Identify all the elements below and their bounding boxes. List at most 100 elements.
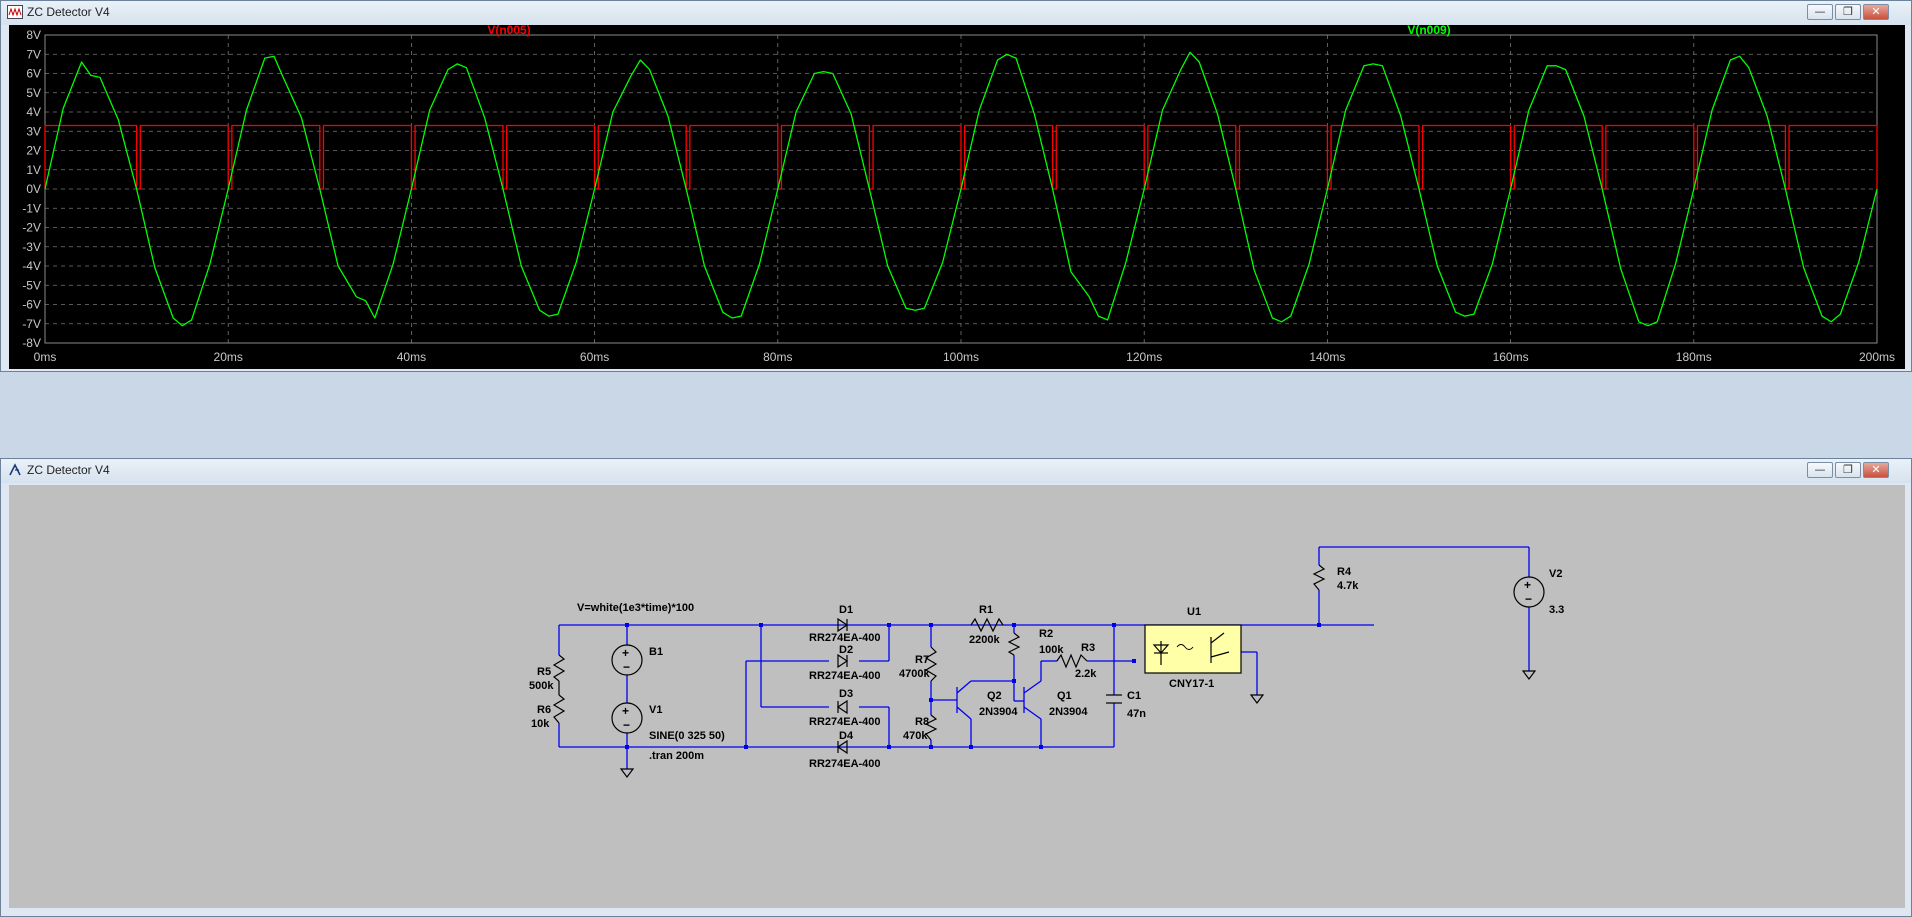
model-d2: RR274EA-400: [809, 670, 881, 682]
svg-text:+: +: [622, 704, 629, 718]
y-tick-label: 6V: [26, 67, 41, 81]
resistor-r2: [1007, 632, 1021, 656]
value-c1: 47n: [1127, 708, 1146, 720]
x-tick-label: 160ms: [1493, 350, 1529, 364]
trace-vn009: [44, 51, 1878, 327]
svg-text:−: −: [623, 718, 630, 732]
y-tick-label: 4V: [26, 105, 41, 119]
x-tick-label: 120ms: [1126, 350, 1162, 364]
label-b1: B1: [649, 646, 663, 658]
y-tick-label: 3V: [26, 124, 41, 138]
x-tick-label: 100ms: [943, 350, 979, 364]
label-r5: R5: [537, 666, 551, 678]
value-r4: 4.7k: [1337, 580, 1359, 592]
x-tick-label: 60ms: [580, 350, 609, 364]
svg-text:+: +: [1524, 578, 1531, 592]
minimize-button[interactable]: —: [1807, 462, 1833, 478]
label-r1: R1: [979, 604, 993, 616]
close-button[interactable]: ✕: [1863, 4, 1889, 20]
ground-symbol: [1249, 694, 1265, 704]
resistor-r7: [924, 646, 938, 682]
schematic-window: ZC Detector V4 — ❐ ✕: [0, 458, 1912, 917]
resistor-r4: [1312, 564, 1326, 591]
y-tick-label: 5V: [26, 86, 41, 100]
trace-vn005: [44, 124, 1878, 190]
y-tick-label: -6V: [22, 298, 41, 312]
waveform-titlebar[interactable]: ZC Detector V4 — ❐ ✕: [1, 1, 1911, 25]
label-r3: R3: [1081, 642, 1095, 654]
svg-text:+: +: [622, 646, 629, 660]
y-tick-label: -4V: [22, 259, 41, 273]
optocoupler-u1[interactable]: [1144, 624, 1242, 674]
diode-d1: [837, 617, 849, 633]
diode-d4: [836, 739, 848, 755]
label-r7: R7: [915, 654, 929, 666]
model-d1: RR274EA-400: [809, 632, 881, 644]
y-tick-label: -8V: [22, 336, 41, 350]
label-r4: R4: [1337, 566, 1352, 578]
resistor-r5: [552, 654, 566, 682]
label-u1: U1: [1187, 606, 1201, 618]
y-tick-label: 7V: [26, 47, 41, 61]
svg-text:−: −: [1525, 592, 1532, 606]
model-q2: 2N3904: [979, 706, 1018, 718]
label-d3: D3: [839, 688, 853, 700]
y-tick-label: -5V: [22, 278, 41, 292]
voltage-source-v1: [611, 702, 643, 734]
tran-directive[interactable]: .tran 200m: [649, 750, 704, 762]
voltage-source-v2: [1513, 576, 1545, 608]
model-u1: CNY17-1: [1169, 678, 1214, 690]
waveform-window-title: ZC Detector V4: [27, 5, 110, 19]
x-tick-label: 200ms: [1859, 350, 1895, 364]
legend-vn005[interactable]: V(n005): [487, 23, 530, 37]
model-q1: 2N3904: [1049, 706, 1088, 718]
schematic-components[interactable]: [552, 564, 1545, 778]
legend-vn009[interactable]: V(n009): [1407, 23, 1450, 37]
label-d4: D4: [839, 730, 854, 742]
schematic-titlebar[interactable]: ZC Detector V4 — ❐ ✕: [1, 459, 1911, 483]
schematic-drawing[interactable]: V=white(1e3*time)*100 R5 500k R6 10k B1 …: [9, 485, 1905, 908]
label-r2: R2: [1039, 628, 1053, 640]
y-tick-label: -7V: [22, 317, 41, 331]
restore-button[interactable]: ❐: [1835, 462, 1861, 478]
y-tick-label: 2V: [26, 144, 41, 158]
label-r8: R8: [915, 716, 929, 728]
model-d4: RR274EA-400: [809, 758, 881, 770]
plot-traces: [44, 51, 1878, 327]
x-tick-label: 0ms: [34, 350, 57, 364]
y-tick-label: -1V: [22, 201, 41, 215]
value-r1: 2200k: [969, 634, 1000, 646]
plot-legend[interactable]: V(n005) V(n009): [487, 23, 1450, 37]
schematic-app-icon: [9, 463, 21, 476]
close-button[interactable]: ✕: [1863, 462, 1889, 478]
x-tick-label: 180ms: [1676, 350, 1712, 364]
restore-button[interactable]: ❐: [1835, 4, 1861, 20]
label-v2: V2: [1549, 568, 1562, 580]
value-r6: 10k: [531, 718, 550, 730]
value-v1: SINE(0 325 50): [649, 730, 725, 742]
junction-dots: [625, 623, 1321, 749]
minimize-button[interactable]: —: [1807, 4, 1833, 20]
y-tick-label: 8V: [26, 28, 41, 42]
value-r8: 470k: [903, 730, 928, 742]
source-polarity-marks: +− +− +−: [622, 578, 1532, 732]
label-d1: D1: [839, 604, 853, 616]
x-tick-label: 140ms: [1309, 350, 1345, 364]
schematic-window-title: ZC Detector V4: [27, 463, 110, 477]
bsource-expression-label: V=white(1e3*time)*100: [577, 602, 694, 614]
value-r2: 100k: [1039, 644, 1064, 656]
resistor-r1: [970, 617, 1004, 633]
diode-d2: [837, 653, 849, 669]
value-r3: 2.2k: [1075, 668, 1097, 680]
label-q1: Q1: [1057, 690, 1072, 702]
value-r5: 500k: [529, 680, 554, 692]
label-c1: C1: [1127, 690, 1141, 702]
resistor-r3: [1056, 653, 1088, 669]
label-v1: V1: [649, 704, 662, 716]
label-d2: D2: [839, 644, 853, 656]
schematic-canvas[interactable]: V=white(1e3*time)*100 R5 500k R6 10k B1 …: [9, 485, 1905, 908]
